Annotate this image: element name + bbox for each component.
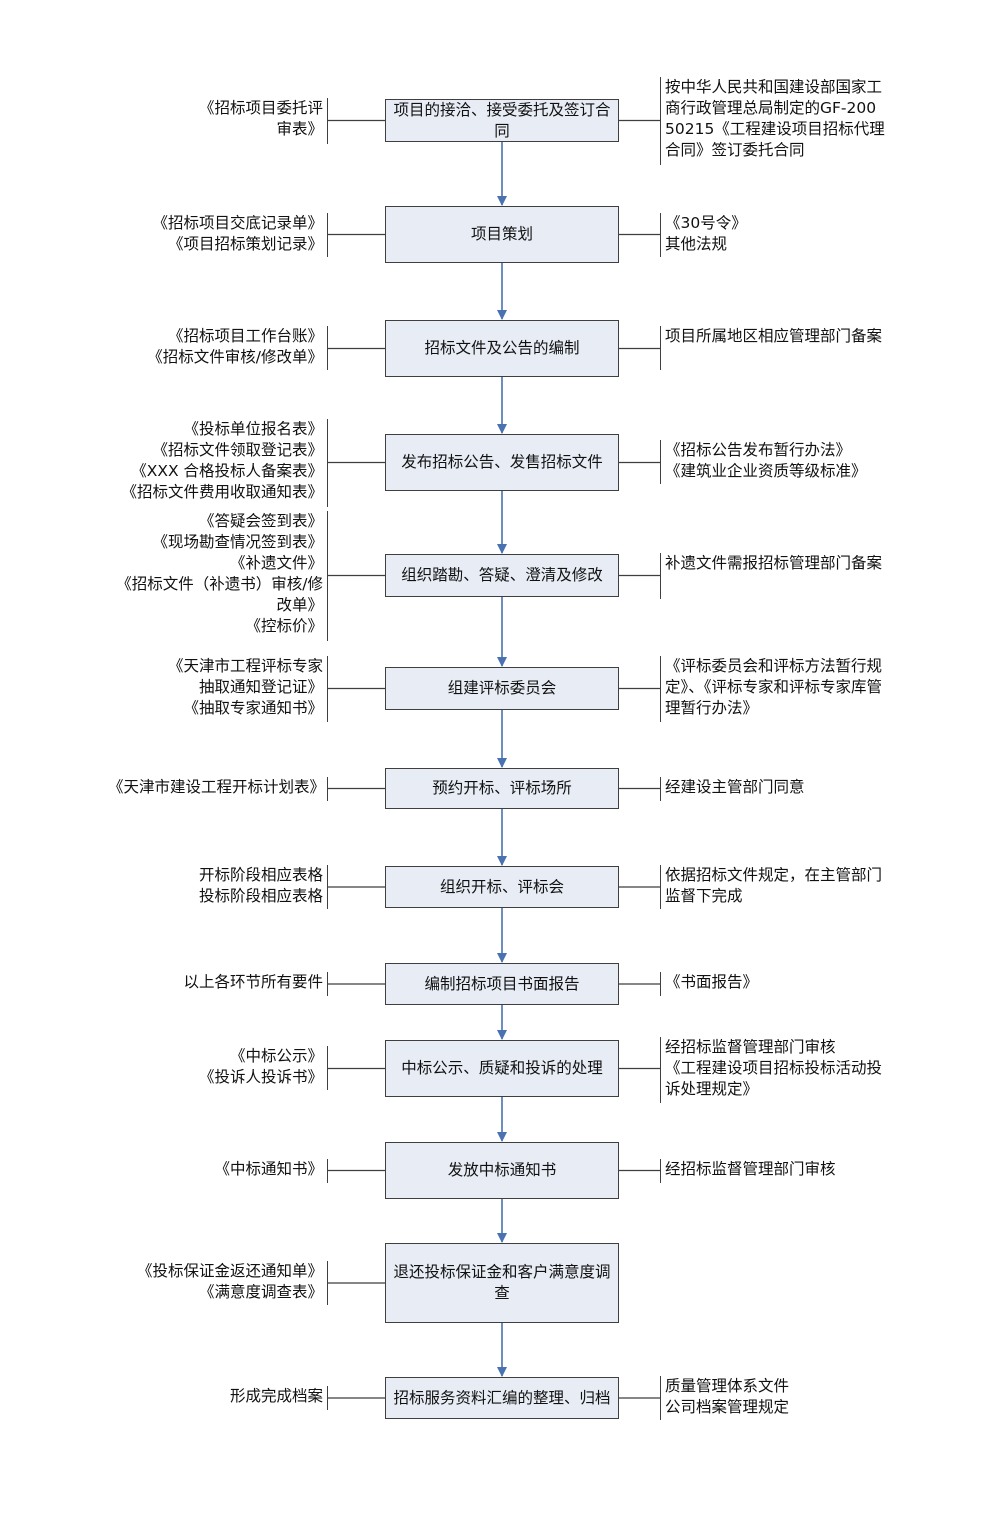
step-box-7: 预约开标、评标场所 — [385, 768, 619, 809]
left-note-6: 《天津市工程评标专家抽取通知登记证》 《抽取专家通知书》 — [168, 656, 328, 722]
left-note-line: 《招标项目交底记录单》 — [152, 214, 323, 232]
left-note-5: 《答疑会签到表》 《现场勘查情况签到表》 《补遗文件》 《招标文件（补遗书）审核… — [108, 511, 328, 641]
right-note-line: 《工程建设项目招标投标活动投诉处理规定》 — [665, 1059, 883, 1098]
left-note-line: 形成完成档案 — [229, 1387, 323, 1405]
left-note-line: 《招标文件领取登记表》 — [152, 441, 323, 459]
left-note-line: 《投诉人投诉书》 — [198, 1068, 323, 1086]
right-note-line: 经招标监督管理部门审核 — [665, 1160, 836, 1178]
step-box-4: 发布招标公告、发售招标文件 — [385, 434, 619, 491]
right-note-line: 公司档案管理规定 — [665, 1398, 790, 1416]
left-note-line: 《投标单位报名表》 — [183, 420, 323, 438]
left-note-line: 《招标项目委托评审表》 — [198, 99, 323, 138]
right-note-line: 补遗文件需报招标管理部门备案 — [665, 554, 883, 572]
left-note-4: 《投标单位报名表》 《招标文件领取登记表》 《XXX 合格投标人备案表》 《招标… — [108, 419, 328, 507]
left-note-line: 《补遗文件》 — [229, 554, 323, 572]
step-box-3: 招标文件及公告的编制 — [385, 320, 619, 377]
left-note-line: 《满意度调查表》 — [198, 1283, 323, 1301]
left-note-10: 《中标公示》 《投诉人投诉书》 — [108, 1046, 328, 1090]
left-note-line: 《现场勘查情况签到表》 — [152, 533, 323, 551]
left-note-line: 开标阶段相应表格 — [198, 866, 323, 884]
left-note-2: 《招标项目交底记录单》 《项目招标策划记录》 — [108, 213, 328, 257]
step-box-1: 项目的接洽、接受委托及签订合同 — [385, 99, 619, 142]
left-note-8: 开标阶段相应表格 投标阶段相应表格 — [108, 865, 328, 909]
right-note-2: 《30号令》 其他法规 — [660, 213, 885, 257]
right-note-10: 经招标监督管理部门审核 《工程建设项目招标投标活动投诉处理规定》 — [660, 1037, 885, 1103]
right-note-13: 质量管理体系文件 公司档案管理规定 — [660, 1376, 885, 1420]
right-note-line: 项目所属地区相应管理部门备案 — [665, 327, 883, 345]
left-note-line: 《天津市工程评标专家抽取通知登记证》 — [168, 657, 324, 696]
left-note-line: 《控标价》 — [245, 617, 323, 635]
right-note-5: 补遗文件需报招标管理部门备案 — [660, 553, 885, 599]
right-note-line: 《建筑业企业资质等级标准》 — [665, 462, 867, 480]
left-note-line: 《XXX 合格投标人备案表》 — [131, 462, 323, 480]
right-note-line: 经建设主管部门同意 — [665, 778, 805, 796]
left-note-line: 投标阶段相应表格 — [198, 887, 323, 905]
left-note-line: 《抽取专家通知书》 — [183, 699, 323, 717]
step-box-2: 项目策划 — [385, 206, 619, 263]
left-note-line: 《招标文件费用收取通知表》 — [121, 483, 323, 501]
right-note-line: 《评标委员会和评标方法暂行规定》、《评标专家和评标专家库管理暂行办法》 — [665, 657, 883, 717]
step-box-10: 中标公示、质疑和投诉的处理 — [385, 1040, 619, 1097]
right-note-line: 依据招标文件规定，在主管部门监督下完成 — [665, 866, 883, 905]
left-note-11: 《中标通知书》 — [108, 1159, 328, 1183]
right-note-line: 《书面报告》 — [665, 973, 759, 991]
right-note-4: 《招标公告发布暂行办法》 《建筑业企业资质等级标准》 — [660, 440, 885, 484]
step-box-11: 发放中标通知书 — [385, 1142, 619, 1199]
step-box-8: 组织开标、评标会 — [385, 866, 619, 908]
right-note-line: 按中华人民共和国建设部国家工商行政管理总局制定的GF-20050215《工程建设… — [665, 78, 885, 159]
step-box-12: 退还投标保证金和客户满意度调查 — [385, 1243, 619, 1323]
right-note-3: 项目所属地区相应管理部门备案 — [660, 326, 885, 370]
left-note-line: 《投标保证金返还通知单》 — [136, 1262, 323, 1280]
left-note-line: 以上各环节所有要件 — [183, 973, 323, 991]
left-note-line: 《招标文件（补遗书）审核/修改单》 — [116, 575, 323, 614]
left-note-9: 以上各环节所有要件 — [108, 972, 328, 996]
right-note-11: 经招标监督管理部门审核 — [660, 1159, 885, 1183]
right-note-8: 依据招标文件规定，在主管部门监督下完成 — [660, 865, 885, 909]
right-note-line: 《招标公告发布暂行办法》 — [665, 441, 852, 459]
left-note-line: 《招标项目工作台账》 — [167, 327, 323, 345]
right-note-7: 经建设主管部门同意 — [660, 777, 885, 801]
left-note-line: 《招标文件审核/修改单》 — [147, 348, 323, 366]
left-note-13: 形成完成档案 — [108, 1386, 328, 1410]
step-box-13: 招标服务资料汇编的整理、归档 — [385, 1377, 619, 1419]
left-note-line: 《答疑会签到表》 — [198, 512, 323, 530]
right-note-line: 《30号令》 — [665, 214, 747, 232]
right-note-6: 《评标委员会和评标方法暂行规定》、《评标专家和评标专家库管理暂行办法》 — [660, 656, 885, 722]
step-box-6: 组建评标委员会 — [385, 667, 619, 710]
right-note-9: 《书面报告》 — [660, 972, 885, 996]
left-note-3: 《招标项目工作台账》 《招标文件审核/修改单》 — [108, 326, 328, 370]
right-note-1: 按中华人民共和国建设部国家工商行政管理总局制定的GF-20050215《工程建设… — [660, 77, 885, 165]
left-note-line: 《中标通知书》 — [214, 1160, 323, 1178]
left-note-7: 《天津市建设工程开标计划表》 — [108, 777, 328, 801]
left-note-1: 《招标项目委托评审表》 — [188, 98, 328, 144]
left-note-line: 《中标公示》 — [229, 1047, 323, 1065]
step-box-5: 组织踏勘、答疑、澄清及修改 — [385, 554, 619, 597]
right-note-line: 经招标监督管理部门审核 — [665, 1038, 836, 1056]
step-box-9: 编制招标项目书面报告 — [385, 963, 619, 1005]
right-note-line: 其他法规 — [665, 235, 728, 253]
right-note-line: 质量管理体系文件 — [665, 1377, 790, 1395]
left-note-12: 《投标保证金返还通知单》 《满意度调查表》 — [108, 1261, 328, 1305]
left-note-line: 《天津市建设工程开标计划表》 — [108, 778, 326, 796]
left-note-line: 《项目招标策划记录》 — [167, 235, 323, 253]
